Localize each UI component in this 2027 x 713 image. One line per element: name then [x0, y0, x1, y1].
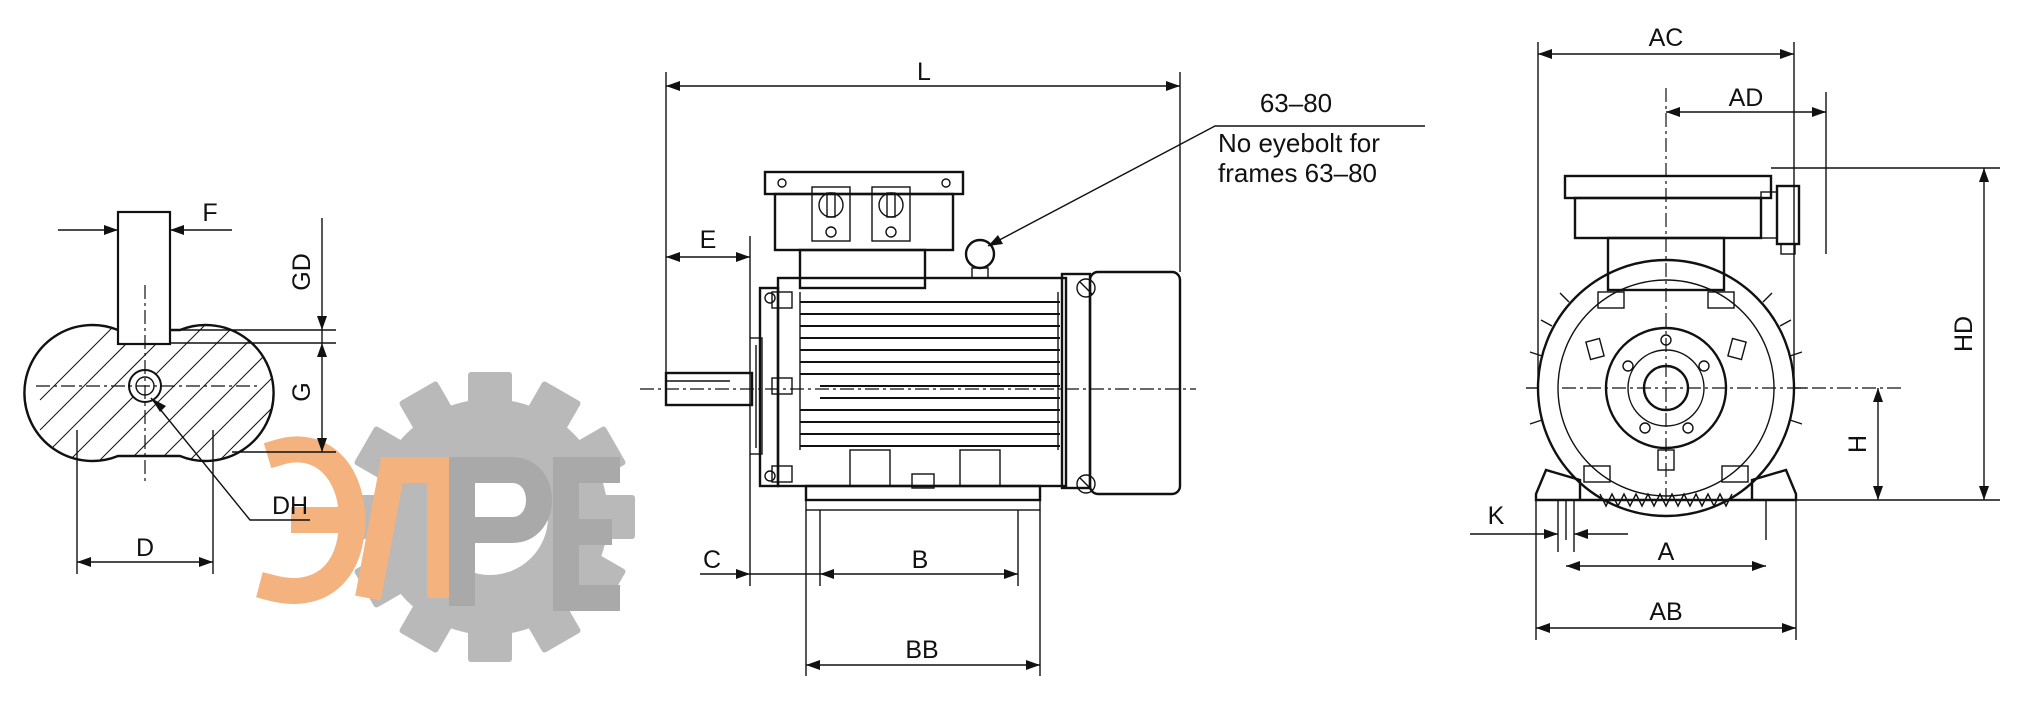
cable-gland	[811, 186, 851, 242]
dim-label-ad: AD	[1729, 84, 1764, 112]
shaft-key	[116, 210, 172, 346]
dim-label-dh: DH	[272, 492, 308, 520]
shaft-section-view: F GD G DH D	[23, 199, 336, 574]
terminal-box-lid	[1563, 174, 1773, 200]
dim-label-l: L	[917, 58, 931, 86]
cable-gland	[871, 186, 911, 242]
motor-side-view: L E C B BB 63–80 No eyebolt for frames 6…	[640, 58, 1425, 676]
fin-serration	[1599, 492, 1733, 508]
dim-label-g: G	[288, 382, 316, 401]
logo-letter-r	[449, 457, 552, 606]
terminal-box	[1573, 196, 1763, 240]
watermark-logo	[256, 372, 635, 662]
housing-fins	[1526, 292, 1806, 425]
logo-letter-e	[256, 436, 366, 604]
fan-cover	[1088, 270, 1182, 496]
cable-gland	[1760, 184, 1801, 255]
note-line-2: frames 63–80	[1218, 158, 1377, 188]
mounting-feet	[1534, 468, 1798, 502]
front-end-shield	[758, 286, 780, 488]
dim-label-ac: AC	[1649, 24, 1684, 52]
terminal-box-lid	[763, 170, 965, 196]
dim-label-k: K	[1488, 502, 1505, 530]
shaft-cross-section	[23, 323, 275, 463]
logo-letter-ye	[553, 457, 620, 611]
motor-frame	[776, 276, 1068, 488]
dim-label-hd: HD	[1950, 316, 1978, 352]
dim-label-ab: AB	[1649, 598, 1682, 626]
dim-label-h: H	[1844, 435, 1872, 453]
dim-label-c: C	[703, 546, 721, 574]
dim-label-d: D	[136, 534, 154, 562]
dim-label-a: A	[1658, 538, 1675, 566]
dim-label-e: E	[700, 226, 717, 254]
note-frames: 63–80	[1260, 88, 1332, 118]
dim-label-bb: BB	[905, 636, 938, 664]
terminal-box	[773, 192, 955, 252]
dim-label-f: F	[202, 199, 217, 227]
note-line-1: No eyebolt for	[1218, 128, 1380, 158]
logo-lettering	[256, 436, 620, 611]
dim-label-gd: GD	[288, 253, 316, 291]
cooling-fins	[799, 292, 1060, 450]
dim-label-b: B	[912, 546, 929, 574]
logo-letter-l	[355, 457, 453, 601]
motor-end-view: AC AD HD H K A AB	[1470, 24, 2000, 640]
